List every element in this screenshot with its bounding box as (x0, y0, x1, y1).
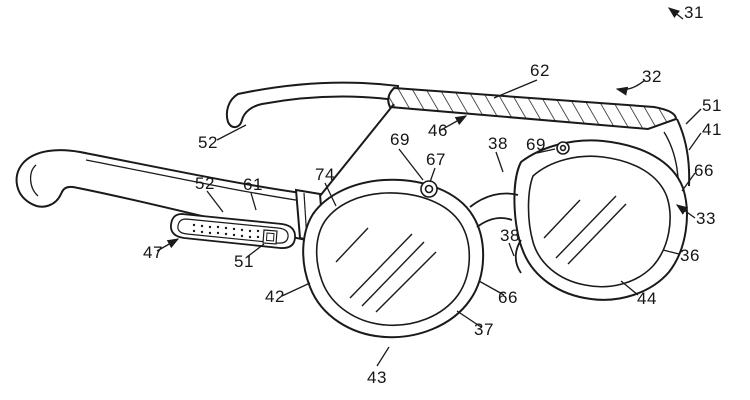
ref-numeral-label: 41 (702, 120, 722, 139)
ref-numeral-label: 67 (426, 150, 446, 169)
ref-numeral-label: 37 (474, 320, 494, 339)
brow-bar-hatched (387, 86, 678, 131)
right-lens (527, 155, 671, 288)
leader-33 (675, 204, 696, 219)
ref-numeral-label: 62 (530, 61, 550, 80)
leader-38-bridge (508, 242, 515, 257)
left-lens-frame (302, 178, 485, 339)
hinge-detail-circle (420, 180, 438, 198)
ref-numeral-label: 44 (637, 289, 657, 308)
leader-67 (429, 167, 436, 183)
leader-52-top (216, 124, 247, 141)
leader-47 (156, 238, 180, 252)
far-temple-arm (225, 81, 400, 128)
leader-52-module (206, 190, 224, 213)
left-temple-arm (15, 149, 310, 242)
leader-44 (620, 280, 639, 296)
leader-51-module (246, 243, 265, 258)
lens-reflection-lines (335, 195, 627, 313)
front-camera-circle (556, 141, 570, 155)
ref-numeral-label: 42 (265, 287, 285, 306)
right-lens-frame (513, 139, 688, 301)
leader-66-right (681, 172, 696, 192)
ref-numeral-label: 31 (684, 3, 704, 22)
leader-61 (250, 192, 257, 211)
ref-numeral-label: 33 (696, 209, 716, 228)
leader-43 (376, 346, 390, 367)
ref-numeral-label: 66 (498, 288, 518, 307)
leader-lines (156, 7, 702, 367)
leader-69-left (398, 148, 424, 181)
ref-numeral-label: 38 (488, 134, 508, 153)
ref-numeral-label: 46 (428, 121, 448, 140)
ref-numeral-label: 51 (234, 252, 254, 271)
camera-module (170, 213, 296, 249)
leader-41 (688, 132, 702, 151)
leader-37 (456, 310, 482, 328)
leader-36 (662, 249, 680, 255)
leader-38-top (495, 151, 504, 173)
ref-numeral-label: 52 (195, 174, 215, 193)
ref-numeral-label: 43 (367, 368, 387, 387)
ref-numeral-label: 36 (680, 246, 700, 265)
ref-numeral-label: 38 (500, 226, 520, 245)
leader-69-right (536, 148, 556, 154)
ref-numeral-label: 69 (526, 135, 546, 154)
ref-numeral-label: 66 (694, 161, 714, 180)
bridge (469, 192, 522, 274)
leader-42 (281, 282, 311, 297)
ref-numeral-label: 51 (702, 96, 722, 115)
leader-31 (667, 7, 684, 20)
leader-32 (615, 79, 646, 96)
ref-numeral-label: 74 (315, 165, 335, 184)
leader-66-center (478, 280, 505, 296)
leader-51-right (685, 108, 702, 125)
leader-46 (440, 115, 468, 131)
leader-74 (324, 182, 337, 207)
ref-numeral-label: 61 (243, 175, 263, 194)
ref-numeral-label: 47 (143, 243, 163, 262)
ref-numeral-label: 32 (642, 67, 662, 86)
ref-numeral-label: 69 (390, 130, 410, 149)
leader-62 (493, 79, 538, 99)
left-lens (315, 192, 471, 327)
module-stipple-dots (192, 223, 260, 239)
ref-numeral-label: 52 (198, 133, 218, 152)
